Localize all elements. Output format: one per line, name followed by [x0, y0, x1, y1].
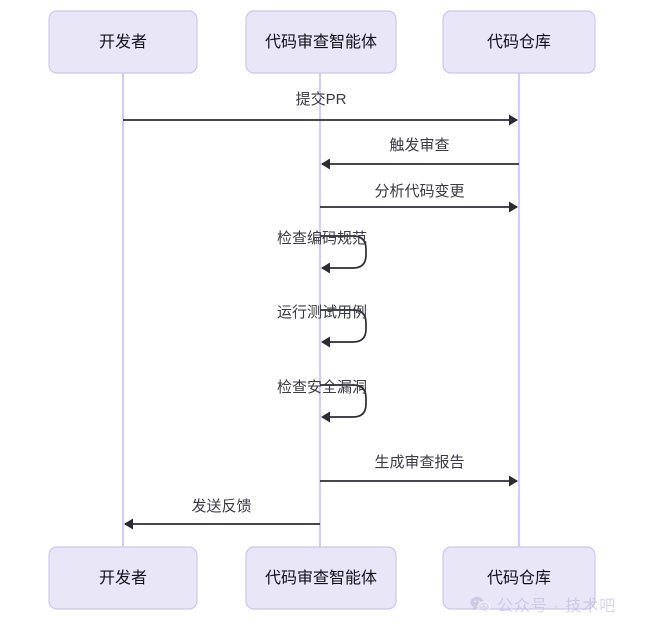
actor-code-repo-bottom[interactable]: 代码仓库: [442, 546, 596, 610]
actor-developer-top[interactable]: 开发者: [48, 10, 198, 74]
messages-layer: 提交PR 触发审查分析代码变更检查编码规范运行测试用例检查安全漏洞生成审查报告发送…: [123, 90, 519, 530]
message-1[interactable]: 提交PR: [123, 90, 518, 126]
self-loop-path-6: [320, 384, 367, 418]
actor-box-review-agent-bottom: [245, 546, 397, 610]
actor-code-repo-top[interactable]: 代码仓库: [442, 10, 596, 74]
arrow-head: [321, 158, 330, 170]
arrow-head: [509, 201, 518, 213]
actor-label-review-agent-top: 代码审查智能体: [265, 33, 377, 51]
message-label-3: 分析代码变更: [374, 183, 464, 200]
arrow-head: [509, 114, 518, 126]
actor-box-review-agent-top: [245, 10, 397, 74]
message-label-2: 触发审查: [389, 137, 449, 154]
message-label-8: 发送反馈: [191, 498, 251, 515]
message-2[interactable]: 触发审查: [321, 137, 519, 170]
actor-box-code-repo-bottom: [442, 546, 596, 610]
arrow-head: [321, 262, 330, 274]
actor-developer-bottom[interactable]: 开发者: [48, 546, 198, 610]
message-label-6: 检查安全漏洞: [277, 378, 367, 396]
message-3[interactable]: 分析代码变更: [320, 183, 518, 213]
message-label-1: 提交PR: [296, 90, 347, 108]
arrow-head: [321, 336, 330, 348]
actor-label-developer-top: 开发者: [99, 33, 147, 51]
message-4[interactable]: 检查编码规范: [277, 230, 367, 274]
actor-label-code-repo-top: 代码仓库: [487, 33, 551, 51]
actor-review-agent-top[interactable]: 代码审查智能体: [245, 10, 397, 74]
message-label-5: 运行测试用例: [277, 304, 367, 321]
actor-label-developer-bottom: 开发者: [99, 569, 147, 587]
actor-box-developer-bottom: [48, 546, 198, 610]
arrow-head: [124, 518, 133, 530]
message-7[interactable]: 生成审查报告: [320, 454, 518, 487]
message-label-7: 生成审查报告: [374, 454, 464, 471]
self-loop-path-4: [320, 235, 367, 269]
actor-label-code-repo-bottom: 代码仓库: [487, 569, 551, 587]
arrow-head: [321, 411, 330, 423]
message-6[interactable]: 检查安全漏洞: [277, 378, 367, 423]
message-5[interactable]: 运行测试用例: [277, 304, 367, 348]
actor-box-code-repo-top: [442, 10, 596, 74]
message-8[interactable]: 发送反馈: [124, 498, 320, 530]
arrow-head: [509, 475, 518, 487]
message-label-4: 检查编码规范: [277, 230, 367, 247]
self-loop-path-5: [320, 309, 367, 343]
actor-box-developer-top: [48, 10, 198, 74]
actor-review-agent-bottom[interactable]: 代码审查智能体: [245, 546, 397, 610]
actor-label-review-agent-bottom: 代码审查智能体: [265, 569, 377, 587]
